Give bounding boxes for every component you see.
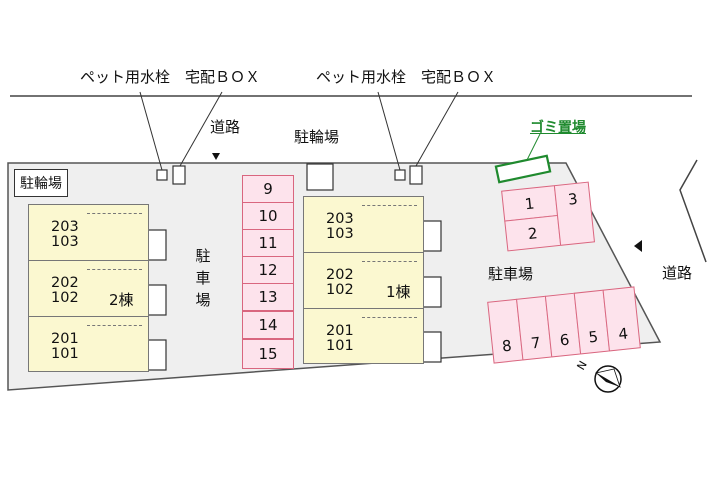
entrance-arrow-right bbox=[634, 240, 642, 252]
leader-line bbox=[179, 91, 223, 167]
compass bbox=[594, 365, 622, 393]
parking-stall: 13 bbox=[242, 283, 294, 311]
balcony bbox=[422, 276, 442, 308]
entrance-arrow-top bbox=[212, 153, 220, 160]
parking-stall: 12 bbox=[242, 256, 294, 284]
parking-stall: 4 bbox=[602, 286, 641, 352]
balcony bbox=[422, 331, 442, 363]
bike-parking-box: 駐輪場 bbox=[14, 169, 68, 197]
parking-label-right: 駐車場 bbox=[488, 265, 534, 283]
leader-line bbox=[377, 91, 401, 171]
parking-stall: 14 bbox=[242, 311, 294, 339]
road-label-right: 道路 bbox=[662, 264, 693, 282]
pet-faucet-marker bbox=[156, 169, 168, 181]
pet-faucet-delivery-box-label-left: ペット用水栓 宅配ＢＯＸ bbox=[80, 68, 261, 86]
pet-faucet-marker bbox=[394, 169, 406, 181]
leader-line bbox=[139, 91, 163, 171]
parking-stall: 10 bbox=[242, 202, 294, 230]
balcony bbox=[422, 220, 442, 252]
building-name: 2棟 bbox=[109, 291, 134, 309]
garbage-area-label: ゴミ置場 bbox=[530, 120, 586, 136]
parking-stall-group-top-right: 1 2 3 bbox=[501, 181, 595, 252]
road-line-right bbox=[679, 159, 707, 263]
bike-parking-marker bbox=[306, 163, 334, 191]
road-label-top: 道路 bbox=[210, 118, 241, 136]
pet-faucet-delivery-box-label-right: ペット用水栓 宅配ＢＯＸ bbox=[316, 68, 497, 86]
delivery-box-marker bbox=[172, 165, 186, 185]
parking-stall: 9 bbox=[242, 175, 294, 203]
bike-parking-label-top: 駐輪場 bbox=[294, 128, 340, 146]
balcony bbox=[147, 229, 167, 261]
leader-line bbox=[415, 91, 459, 167]
delivery-box-marker bbox=[409, 165, 423, 185]
parking-stall: 3 bbox=[553, 181, 595, 246]
parking-label-vertical: 駐車場 bbox=[195, 247, 211, 309]
parking-stall: 15 bbox=[242, 339, 294, 369]
balcony bbox=[147, 339, 167, 371]
balcony bbox=[147, 284, 167, 316]
parking-stall: 11 bbox=[242, 229, 294, 257]
building-name: 1棟 bbox=[386, 283, 411, 301]
parking-stall: 2 bbox=[504, 214, 562, 252]
garbage-area bbox=[494, 154, 552, 184]
